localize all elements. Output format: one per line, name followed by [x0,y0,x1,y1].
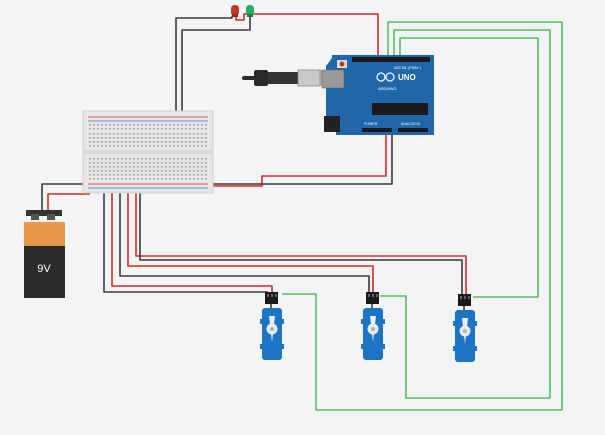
black-ground-wires[interactable] [41,16,463,296]
arduino-brand-label: ARDUINO [378,86,396,91]
breadboard[interactable] [82,110,214,194]
arduino-model-label: UNO [398,73,416,82]
servo-1[interactable] [260,292,284,360]
green-signal-wires[interactable] [282,21,563,411]
servo-2[interactable] [361,292,385,360]
arduino-power-header-label: POWER [364,122,378,126]
arduino-analog-header-label: ANALOG IN [401,122,421,126]
red-power-wires[interactable] [47,13,467,296]
battery-label: 9V [37,263,51,275]
arduino-digital-header-label: DIGITAL (PWM~) [394,66,421,70]
led-red[interactable] [231,5,239,17]
9v-battery[interactable]: + − 9V [24,210,65,298]
servo-3[interactable] [453,294,477,362]
led-green[interactable] [246,5,254,17]
arduino-uno[interactable]: UNO ARDUINO DIGITAL (PWM~) POWER ANALOG … [321,55,434,135]
